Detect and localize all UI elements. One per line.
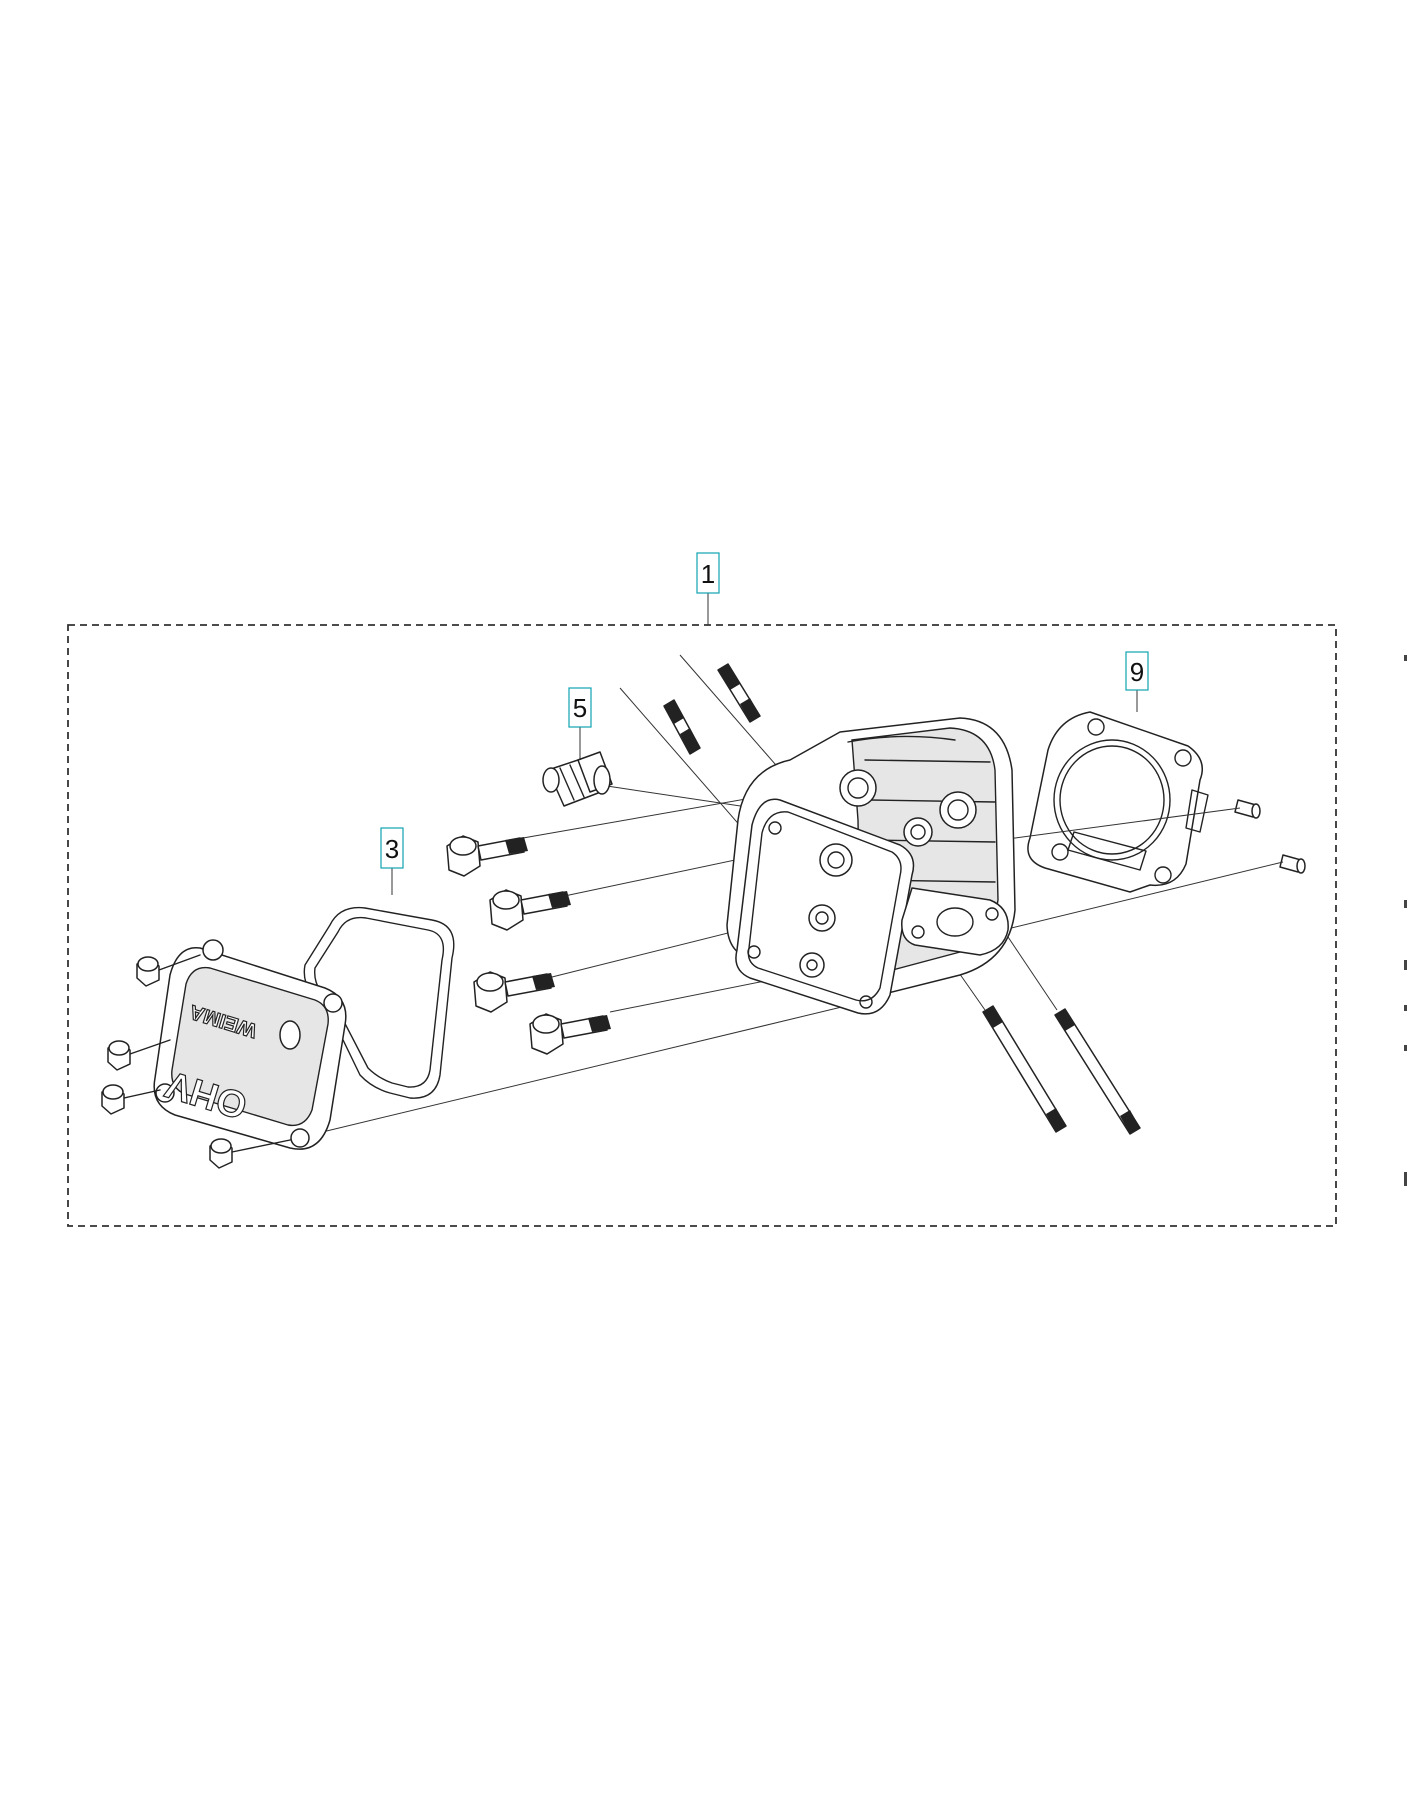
callout-1[interactable]: 1	[696, 552, 720, 594]
callout-5-label: 5	[573, 693, 587, 723]
callout-1-label: 1	[701, 559, 715, 589]
head-studs-top	[663, 663, 761, 755]
spark-plug-part	[542, 751, 613, 807]
head-bolt-3	[473, 971, 555, 1013]
callout-3[interactable]: 3	[380, 827, 404, 869]
callout-9[interactable]: 9	[1125, 651, 1149, 691]
dowel-pins	[1234, 799, 1306, 874]
head-studs-bottom	[982, 1005, 1141, 1135]
callout-9-label: 9	[1130, 657, 1144, 687]
valve-cover: WEIMA OHV	[153, 939, 347, 1150]
kit-boundary	[67, 624, 1337, 1227]
cylinder-head	[726, 717, 1016, 1015]
head-gasket	[1027, 711, 1209, 893]
head-bolt-2	[489, 889, 571, 931]
head-bolts	[446, 835, 611, 1055]
callout-leaders	[391, 593, 1138, 895]
callout-3-label: 3	[385, 834, 399, 864]
callout-5[interactable]: 5	[568, 687, 592, 728]
head-bolt-1	[446, 835, 528, 877]
valve-cover-screws	[101, 954, 291, 1169]
valve-cover-gasket	[303, 906, 455, 1099]
edge-marks	[1404, 655, 1407, 1186]
head-bolt-4	[529, 1013, 611, 1055]
